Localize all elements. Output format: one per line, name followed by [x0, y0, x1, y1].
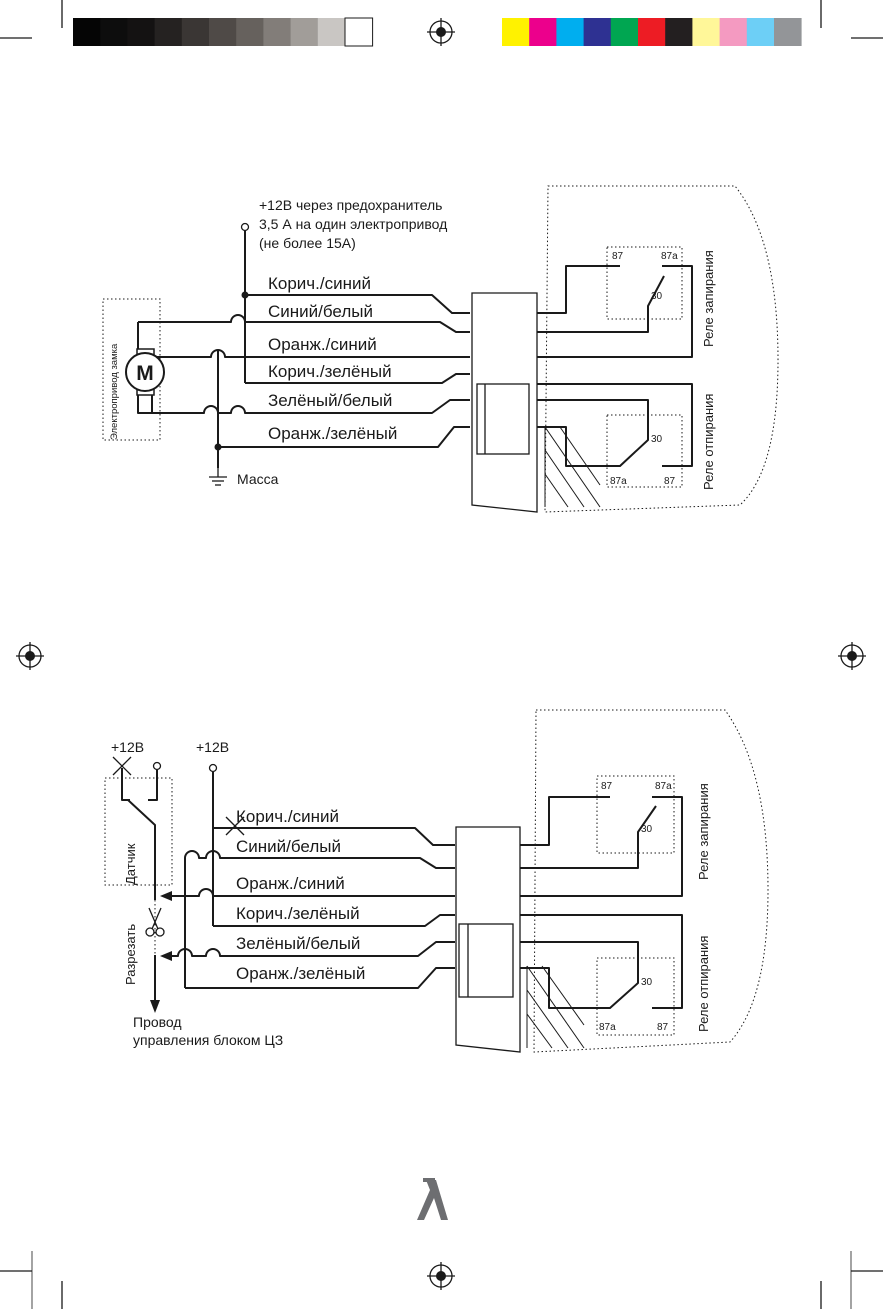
color-swatch [638, 18, 666, 46]
pin-30: 30 [651, 434, 663, 445]
power-label-2: +12В [196, 739, 229, 755]
registration-mark-icon [16, 642, 44, 670]
relay-unlock-label: Реле отпирания [696, 936, 711, 1032]
color-swatch [719, 18, 748, 46]
gray-swatch [127, 18, 155, 46]
gray-swatch [100, 18, 128, 46]
power-terminal [240, 222, 250, 232]
color-swatch [556, 18, 584, 46]
junction-dot [241, 291, 249, 299]
gray-swatch [154, 18, 183, 46]
pin-30: 30 [641, 977, 653, 988]
relay-lock-label: Реле запирания [696, 783, 711, 880]
color-swatch [692, 18, 720, 46]
gray-swatch [73, 18, 101, 46]
control-wire-label-2: управления блоком ЦЗ [133, 1032, 283, 1048]
brand-logo-icon [417, 1178, 448, 1220]
color-swatch [774, 18, 802, 46]
relay-wiring-diagram-1 [537, 265, 693, 467]
gray-color-bar [73, 17, 374, 47]
power-terminal [152, 761, 162, 771]
registration-mark-icon [427, 18, 455, 46]
pin-87: 87 [664, 476, 676, 487]
motor-symbol: M [136, 362, 154, 385]
junction-dot [214, 443, 222, 451]
wiring-diagram-1 [137, 231, 470, 468]
color-swatch [502, 18, 530, 46]
power-note-line-3: (не более 15А) [259, 235, 356, 251]
wire-label-1: Корич./синий [268, 274, 371, 293]
color-swatch [529, 18, 557, 46]
process-color-bar [502, 18, 802, 46]
color-swatch [610, 18, 639, 46]
scissors-icon [145, 907, 165, 937]
motor-label: Электропривод замка [109, 343, 120, 440]
arrow-left-icon [160, 951, 172, 961]
wire-label-2: Синий/белый [236, 837, 341, 856]
gray-swatch [236, 18, 264, 46]
registration-mark-icon [427, 1262, 455, 1290]
power-label-1: +12В [111, 739, 144, 755]
relay-unlock-label: Реле отпирания [701, 394, 716, 490]
pin-30: 30 [641, 824, 653, 835]
main-unit-outline [544, 185, 779, 513]
registration-mark-icon [838, 642, 866, 670]
pin-87: 87 [657, 1022, 669, 1033]
wire-label-5: Зелёный/белый [268, 391, 392, 410]
power-note-line-1: +12В через предохранитель [259, 197, 442, 213]
wire-label-5: Зелёный/белый [236, 934, 360, 953]
pin-87a: 87a [655, 781, 672, 792]
relay-lock-box [606, 246, 683, 320]
ground-label: Масса [237, 471, 279, 487]
arrow-down-icon [150, 1000, 160, 1013]
sensor-label: Датчик [123, 843, 138, 885]
relay-wiring-diagram-2 [520, 796, 683, 1009]
pin-87: 87 [612, 251, 624, 262]
pin-30: 30 [651, 291, 663, 302]
disconnect-mark [112, 756, 245, 836]
arrow-left-icon [160, 891, 172, 901]
sensor-box [104, 777, 173, 886]
wire-label-4: Корич./зелёный [268, 362, 392, 381]
relay-lock-box [596, 775, 675, 854]
relay-lock-label: Реле запирания [701, 250, 716, 347]
color-swatch [665, 18, 693, 46]
cut-label: Разрезать [123, 924, 138, 985]
gray-swatch [290, 18, 319, 46]
pin-87a: 87a [610, 476, 627, 487]
wire-label-6: Оранж./зелёный [236, 964, 365, 983]
wire-label-1: Корич./синий [236, 807, 339, 826]
wire-label-3: Оранж./синий [268, 335, 377, 354]
power-terminal [208, 763, 218, 773]
ground-icon [209, 468, 227, 486]
pin-87: 87 [601, 781, 613, 792]
wire-label-6: Оранж./зелёный [268, 424, 397, 443]
diagram-2: +12В +12В Датчик [104, 709, 769, 1053]
color-swatch [583, 18, 612, 46]
connector-window [458, 923, 514, 998]
gray-swatch [317, 18, 346, 46]
gray-swatch [344, 17, 374, 47]
relay-unlock-box [596, 957, 675, 1036]
power-note-line-2: 3,5 А на один электропривод [259, 216, 447, 232]
color-swatch [746, 18, 775, 46]
gray-swatch [181, 18, 210, 46]
control-wire-label-1: Провод [133, 1014, 182, 1030]
motor-icon: M [125, 348, 165, 396]
diagram-1: +12В через предохранитель 3,5 А на один … [102, 185, 779, 513]
wiring-diagram-2 [121, 768, 455, 1000]
main-unit-outline [533, 709, 769, 1053]
wire-label-3: Оранж./синий [236, 874, 345, 893]
pin-87a: 87a [661, 251, 678, 262]
pin-87a: 87a [599, 1022, 616, 1033]
wire-label-2: Синий/белый [268, 302, 373, 321]
relay-unlock-box [606, 414, 683, 488]
gray-swatch [263, 18, 291, 46]
motor-box [102, 298, 161, 441]
connector-window [476, 383, 530, 455]
gray-swatch [209, 18, 237, 46]
wire-label-4: Корич./зелёный [236, 904, 360, 923]
